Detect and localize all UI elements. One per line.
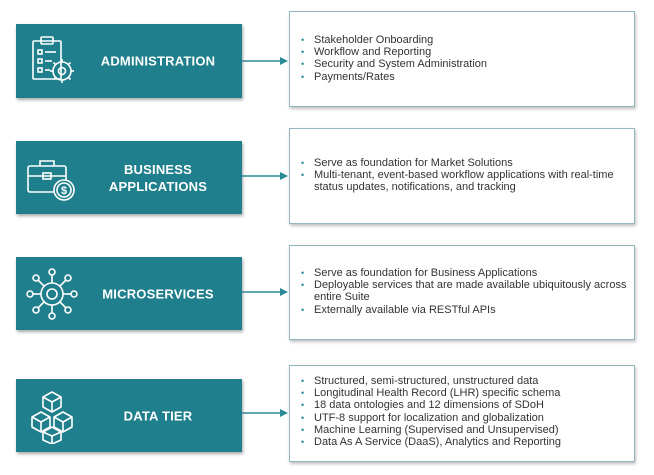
clipboard-gear-icon <box>24 33 80 89</box>
list-item: Deployable services that are made availa… <box>301 279 628 303</box>
list-item: UTF-8 support for localization and globa… <box>301 412 628 424</box>
tier-title: ADMINISTRATION <box>80 53 236 70</box>
svg-text:$: $ <box>61 185 67 197</box>
connector-arrow <box>242 57 288 65</box>
list-item: Serve as foundation for Business Applica… <box>301 267 628 279</box>
list-item: Multi-tenant, event-based workflow appli… <box>301 169 628 193</box>
tier-title: BUSINESS APPLICATIONS <box>80 161 236 195</box>
tier-title-line: MICROSERVICES <box>102 286 214 301</box>
list-item: Security and System Administration <box>301 58 628 70</box>
detail-box-administration: Stakeholder Onboarding Workflow and Repo… <box>289 11 635 107</box>
list-item: Data As A Service (DaaS), Analytics and … <box>301 436 628 448</box>
list-item: Externally available via RESTful APIs <box>301 304 628 316</box>
detail-box-business-applications: Serve as foundation for Market Solutions… <box>289 128 635 224</box>
tier-title: MICROSERVICES <box>80 285 236 302</box>
list-item: 18 data ontologies and 12 dimensions of … <box>301 399 628 411</box>
detail-box-data-tier: Structured, semi-structured, unstructure… <box>289 365 635 462</box>
connector-arrow <box>242 288 288 296</box>
tier-microservices: MICROSERVICES <box>16 257 242 330</box>
list-item: Structured, semi-structured, unstructure… <box>301 375 628 387</box>
tier-data-tier: DATA TIER <box>16 379 242 452</box>
tier-title: DATA TIER <box>80 407 236 424</box>
list-item: Stakeholder Onboarding <box>301 34 628 46</box>
tier-administration: ADMINISTRATION <box>16 24 242 98</box>
tier-title-line: BUSINESS <box>123 161 193 177</box>
connector-arrow <box>242 172 288 180</box>
tier-business-applications: $ BUSINESS APPLICATIONS <box>16 141 242 214</box>
tier-title-line: ADMINISTRATION <box>100 53 216 69</box>
tier-title-line: DATA TIER <box>123 408 193 423</box>
stacked-cubes-icon <box>24 388 80 445</box>
detail-box-microservices: Serve as foundation for Business Applica… <box>289 245 635 340</box>
list-item: Payments/Rates <box>301 71 628 83</box>
gear-network-icon <box>24 266 80 322</box>
tier-title-line: APPLICATIONS <box>108 178 208 194</box>
list-item: Serve as foundation for Market Solutions <box>301 157 628 169</box>
list-item: Machine Learning (Supervised and Unsuper… <box>301 424 628 436</box>
connector-arrow <box>242 409 288 417</box>
list-item: Workflow and Reporting <box>301 46 628 58</box>
briefcase-dollar-icon: $ <box>24 150 80 206</box>
list-item: Longitudinal Health Record (LHR) specifi… <box>301 387 628 399</box>
